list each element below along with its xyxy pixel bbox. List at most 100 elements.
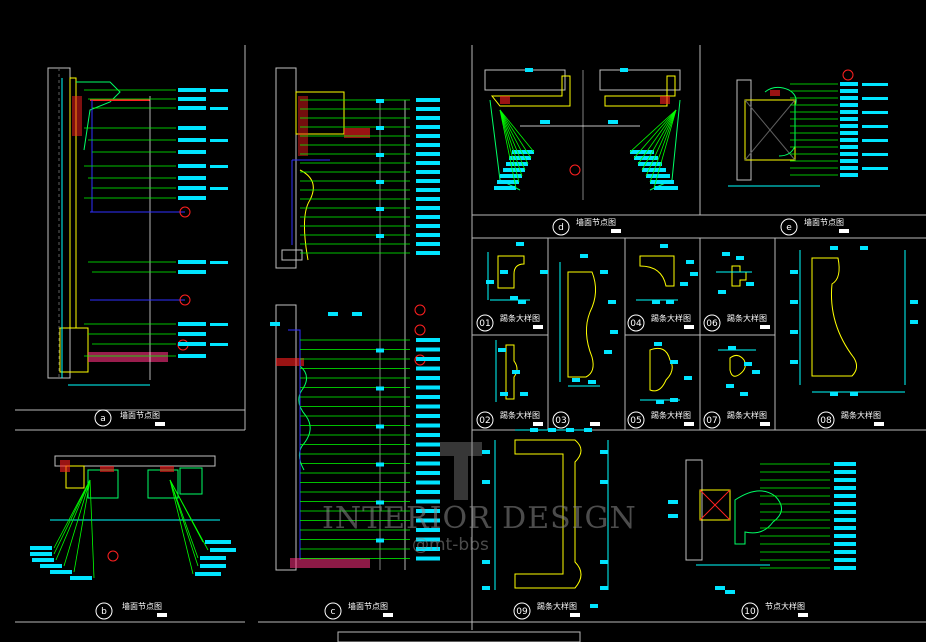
annotation-tag xyxy=(725,590,735,594)
view-d-leaders xyxy=(494,68,678,190)
view-title-06: 06 踢条大样图 xyxy=(703,313,770,332)
annotation-tag xyxy=(650,180,674,184)
annotation-tag xyxy=(790,270,798,274)
profile-10 xyxy=(685,459,782,566)
annotation-tag xyxy=(834,566,856,570)
view-id-05: 05 xyxy=(630,416,641,426)
annotation-tag xyxy=(178,354,206,358)
annotation-tag xyxy=(834,494,856,498)
annotation-tag xyxy=(715,586,725,590)
annotation-tag xyxy=(416,251,440,255)
annotation-tag xyxy=(376,462,384,467)
annotation-tag xyxy=(416,152,440,156)
annotation-tag xyxy=(376,126,384,130)
annotation-tag xyxy=(670,398,678,402)
annotation-tag xyxy=(690,272,698,276)
annotation-tag xyxy=(646,174,670,178)
annotation-tag xyxy=(416,179,440,183)
view-id-02: 02 xyxy=(479,416,490,426)
annotation-tag xyxy=(178,106,206,110)
view-title-d: d 墙面节点图 xyxy=(552,217,621,236)
annotation-tag xyxy=(503,168,525,172)
annotation-tag xyxy=(210,323,228,326)
view-c-drawing xyxy=(275,67,426,571)
annotation-tag xyxy=(840,103,858,107)
annotation-tag xyxy=(494,186,516,190)
annotation-tag xyxy=(840,131,858,135)
annotation-tag xyxy=(270,322,280,326)
annotation-tag xyxy=(840,152,858,156)
view-e-leaders xyxy=(790,82,888,177)
view-title-e: e 墙面节点图 xyxy=(780,217,849,236)
watermark: INTERIOR DESIGN @mt-bbs xyxy=(322,442,637,555)
annotation-tag xyxy=(416,376,440,380)
annotation-tag xyxy=(740,392,748,396)
annotation-tag xyxy=(416,188,440,192)
watermark-title: INTERIOR DESIGN xyxy=(322,501,637,536)
annotation-tag xyxy=(840,159,858,163)
view-a-leaders xyxy=(84,88,228,358)
annotation-tag xyxy=(510,296,518,300)
annotation-tag xyxy=(376,153,384,157)
annotation-tag xyxy=(728,346,736,350)
view-caption-04: 踢条大样图 xyxy=(651,313,691,323)
view-caption-08: 踢条大样图 xyxy=(841,410,881,420)
annotation-tag xyxy=(500,270,508,274)
annotation-tag xyxy=(416,404,440,409)
profile-dimension-tags xyxy=(482,242,918,608)
annotation-tag xyxy=(210,139,228,142)
annotation-tag xyxy=(744,362,752,366)
view-id-c: c xyxy=(331,607,336,617)
annotation-tag xyxy=(850,392,858,396)
annotation-tag xyxy=(416,547,440,551)
annotation-tag xyxy=(416,242,440,246)
annotation-tag xyxy=(840,124,858,128)
annotation-tag xyxy=(376,348,384,353)
annotation-tag xyxy=(486,280,494,284)
annotation-tag xyxy=(416,366,440,371)
profile-08 xyxy=(799,250,906,393)
annotation-tag xyxy=(416,170,440,174)
annotation-tag xyxy=(600,560,608,564)
annotation-tag xyxy=(416,499,440,504)
annotation-tag xyxy=(608,120,618,124)
annotation-tag xyxy=(328,312,338,316)
annotation-tag xyxy=(416,206,440,210)
annotation-tag xyxy=(830,246,838,250)
annotation-tag xyxy=(840,110,858,114)
annotation-tag xyxy=(416,224,440,228)
view-title-02: 02 踢条大样图 xyxy=(476,410,543,429)
view-id-b: b xyxy=(101,607,107,617)
annotation-tag xyxy=(726,384,734,388)
annotation-tag xyxy=(482,560,490,564)
annotation-tag xyxy=(512,370,520,374)
annotation-tag xyxy=(580,254,588,258)
annotation-tag xyxy=(862,167,888,170)
view-a-drawing xyxy=(47,67,191,386)
annotation-tag xyxy=(834,550,856,554)
annotation-tag xyxy=(497,180,519,184)
annotation-tag xyxy=(736,256,744,260)
view-caption-a: 墙面节点图 xyxy=(120,410,160,420)
view-title-07: 07 踢条大样图 xyxy=(703,410,770,429)
annotation-tag xyxy=(834,526,856,530)
annotation-tag xyxy=(666,300,674,304)
annotation-tag xyxy=(178,342,206,346)
annotation-tag xyxy=(862,83,888,86)
profile-03 xyxy=(559,262,600,387)
annotation-tag xyxy=(416,518,440,523)
annotation-tag xyxy=(500,392,508,396)
annotation-tag xyxy=(790,360,798,364)
view-id-e: e xyxy=(786,223,792,233)
annotation-tag xyxy=(178,270,206,274)
annotation-tag xyxy=(840,82,858,86)
annotation-tag xyxy=(840,89,858,93)
annotation-tag xyxy=(416,107,440,111)
annotation-tag xyxy=(790,330,798,334)
annotation-tag xyxy=(376,386,384,391)
annotation-tag xyxy=(654,342,662,346)
annotation-tag xyxy=(178,126,206,130)
annotation-tag xyxy=(482,480,490,484)
annotation-tag xyxy=(30,546,52,550)
annotation-tag xyxy=(416,528,440,532)
